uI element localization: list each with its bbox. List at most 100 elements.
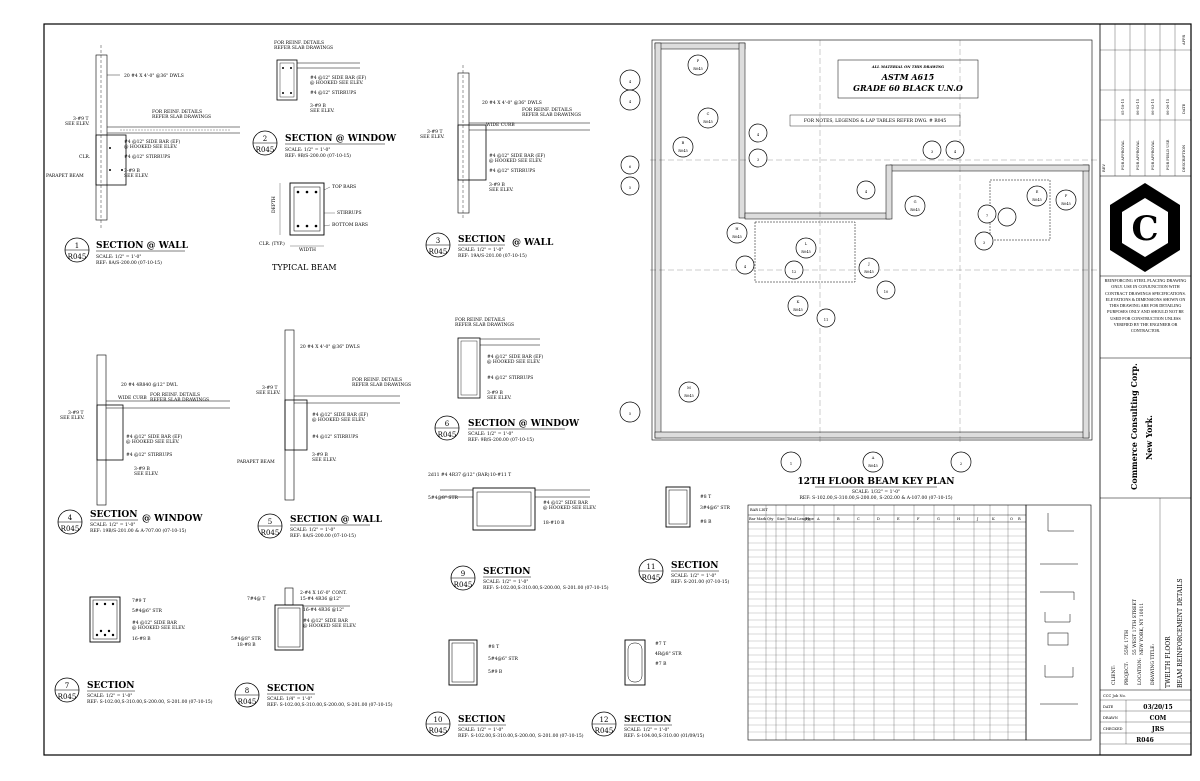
- sec1-scale: SCALE: 1/2" = 1'-0": [96, 254, 142, 260]
- sec1-num: 1: [75, 242, 79, 250]
- sec4-top-elev: SEE ELEV.: [60, 415, 85, 421]
- svg-text:R045: R045: [703, 120, 713, 124]
- location-value-1: 55 WEST 17TH STREET: [1132, 599, 1138, 655]
- tb-width: WIDTH: [299, 247, 316, 253]
- section-9-marker: [450, 565, 476, 591]
- section-8-marker: [234, 682, 260, 708]
- sec10-bottom: 5#9 B: [488, 669, 503, 675]
- sec1-top: 3-#9 T: [73, 116, 88, 122]
- sec5-top: 3-#9 T: [262, 385, 277, 391]
- section-4-detail: [96, 354, 230, 506]
- sec1-top-elev: SEE ELEV.: [65, 121, 90, 127]
- sec5-reinf-1: FOR REINF. DETAILS: [352, 377, 402, 383]
- sec5-top-elev: SEE ELEV.: [256, 390, 281, 396]
- sec2-ref: REF: 9B/S-200.00 (07-10-15): [285, 152, 351, 159]
- sec1-side-bar: #4 @12" SIDE BAR (EF): [124, 138, 181, 145]
- date-value: 03/20/15: [1143, 704, 1172, 711]
- svg-text:R045: R045: [1061, 202, 1071, 206]
- section-6-detail: [457, 337, 540, 399]
- sec4-reinf-2: REFER SLAB DRAWINGS: [150, 397, 209, 403]
- section-12-marker: [591, 711, 617, 737]
- sec3-stirrups: #4 @12" STIRRUPS: [489, 167, 535, 174]
- svg-text:E: E: [1036, 190, 1039, 194]
- sec2-sheet: R045: [256, 146, 275, 154]
- sec12-bottom: #7 B: [655, 661, 667, 667]
- section-1-marker: [64, 237, 90, 263]
- sec7-scale: SCALE: 1/2" = 1'-0": [87, 693, 133, 699]
- sec12-sheet: R045: [595, 727, 614, 735]
- sec4-num: 4: [68, 514, 73, 522]
- sec9-sheet: R045: [454, 581, 473, 589]
- sec4-hooked: @ HOOKED SEE ELEV.: [126, 438, 180, 445]
- sec11-bottom: #8 B: [700, 519, 712, 525]
- bar-list-header-9: E: [897, 517, 900, 521]
- rev-date-4: 06-26-15: [1166, 98, 1170, 115]
- svg-text:4: 4: [865, 190, 868, 194]
- svg-text:2: 2: [960, 462, 962, 466]
- sec7-side-bar: #4 @12" SIDE BAR: [132, 619, 178, 626]
- rev-2: FOR APPROVAL: [1136, 140, 1140, 170]
- section-6-marker: [434, 415, 460, 441]
- sec6-num: 6: [445, 420, 450, 428]
- svg-text:K: K: [797, 300, 800, 304]
- sec1-stirrups: #4 @12" STIRRUPS: [124, 153, 170, 160]
- ccc-job-label: CCC Job No.: [1103, 694, 1126, 698]
- sec6-hooked: @ HOOKED SEE ELEV.: [487, 358, 541, 365]
- sec9-side-bar: #4 @12" SIDE BAR: [543, 499, 589, 506]
- sec1-parapet: PARAPET BEAM: [46, 173, 84, 179]
- sec7-top-bars: 7#9 T: [132, 598, 146, 604]
- sec4-title: SECTION: [90, 510, 138, 520]
- sec7-stirrup: 5#4@6" STR: [132, 607, 162, 614]
- svg-text:R045: R045: [868, 464, 878, 468]
- sec8-title: SECTION: [267, 684, 315, 694]
- bar-list-header-2: Size: [777, 517, 785, 521]
- sec7-num: 7: [65, 682, 69, 690]
- company-name: Commerce Consulting Corp.: [1129, 363, 1139, 490]
- sec4-reinf-1: FOR REINF. DETAILS: [150, 392, 200, 398]
- svg-text:J: J: [867, 262, 870, 266]
- sec1-reinf-2: REFER SLAB DRAWINGS: [152, 114, 211, 120]
- sec1-bottom: 3-#9 B: [124, 168, 140, 174]
- svg-text:R045: R045: [910, 208, 920, 212]
- section-3-detail: [457, 65, 590, 220]
- sec3-title2: @ WALL: [512, 238, 554, 248]
- sec3-ref: REF: 19A/S-201.00 (07-10-15): [458, 252, 527, 259]
- tb-clr: CLR. (TYP.): [259, 240, 285, 247]
- checked-value: JRS: [1151, 726, 1164, 733]
- sec8-sheet: R045: [238, 698, 257, 706]
- svg-text:C: C: [1131, 209, 1158, 249]
- sec3-dwls: 20 #4 X 4'-0" @36" DWLS: [482, 99, 542, 106]
- sec8-side-bar: #4 @12" SIDE BAR: [303, 617, 349, 624]
- svg-text:4: 4: [757, 133, 760, 137]
- sec3-top: 3-#9 T: [427, 129, 442, 135]
- disclaimer-text: REINFORCING STEEL PLACING DRAWING ONLY. …: [1104, 278, 1187, 334]
- company-city: New York.: [1144, 415, 1154, 460]
- sec9-num: 9: [461, 570, 465, 578]
- svg-text:6: 6: [629, 165, 632, 169]
- sec2-bottom: 3-#9 B: [310, 103, 326, 109]
- section-5-detail: [284, 329, 400, 501]
- sec4-title2: @ WINDOW: [142, 514, 203, 524]
- sec3-title: SECTION: [458, 235, 506, 245]
- svg-text:R045: R045: [693, 67, 703, 71]
- svg-text:3: 3: [931, 150, 934, 154]
- sec1-see-elev: SEE ELEV.: [124, 173, 149, 179]
- sec8-3r: 16-#4 4R36 @12": [303, 606, 344, 613]
- rev-3: FOR APPROVAL: [1151, 140, 1155, 170]
- svg-text:H: H: [735, 227, 738, 231]
- material-note-2: ASTM A615: [881, 72, 935, 82]
- sec5-sheet: R045: [261, 529, 280, 537]
- sec2-side-bar: #4 @12" SIDE BAR (EF): [310, 74, 367, 81]
- rev-date-2: 06-02-15: [1136, 98, 1140, 115]
- sec5-parapet: PARAPET BEAM: [237, 459, 275, 465]
- sec3-bottom: 3-#9 B: [489, 182, 505, 188]
- sec1-ref: REF: 8A/S-200.00 (07-10-15): [96, 259, 162, 266]
- key-plan: P R045 C R045 B R045 H R045 L R045 K R04…: [619, 39, 1100, 473]
- rev-1: FOR APPROVAL: [1121, 140, 1125, 170]
- sheet-number: R046: [1136, 737, 1154, 744]
- sec6-ref: REF: 9B/S-200.00 (07-10-15): [468, 436, 534, 443]
- sec10-ref: REF: S-102.00,S-310.00,S-200.00, S-201.0…: [458, 732, 584, 739]
- sec2-reinf-1: FOR REINF. DETAILS: [274, 40, 324, 46]
- sec1-title: SECTION @ WALL: [96, 241, 189, 251]
